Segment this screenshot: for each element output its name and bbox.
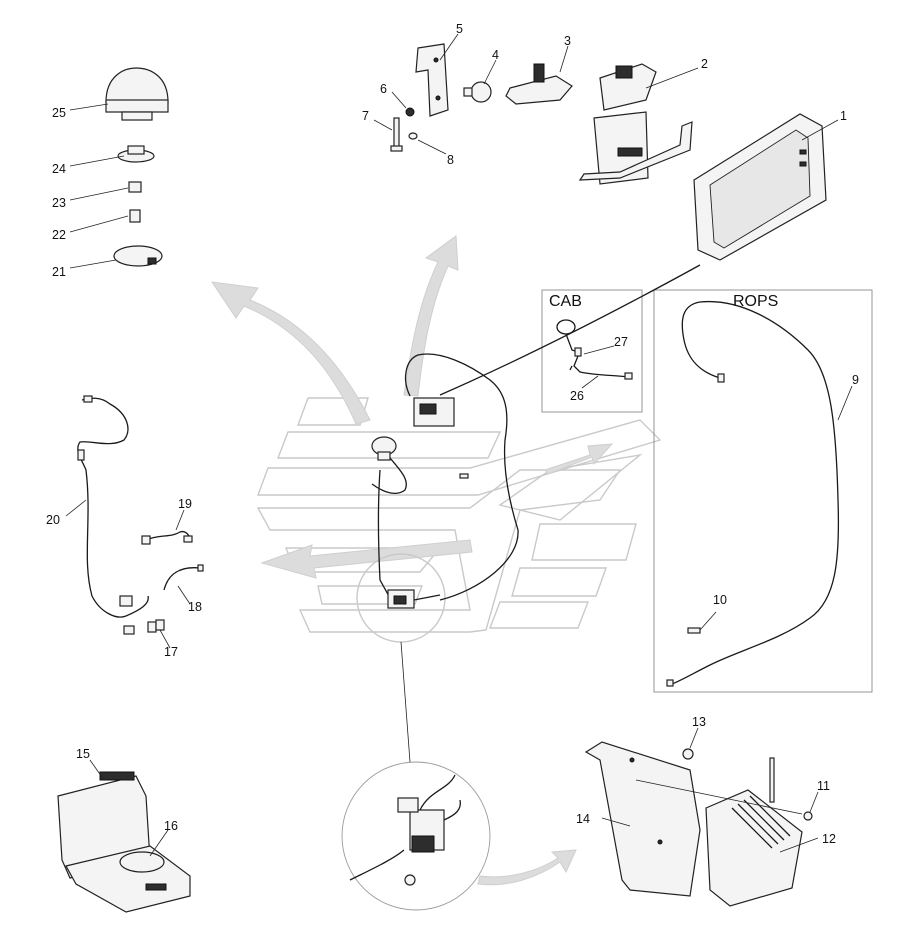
label-part-11: 11	[817, 779, 830, 793]
magnetic-base	[113, 245, 163, 267]
label-part-9: 9	[852, 373, 859, 387]
ball-mount	[463, 81, 492, 103]
receiver-spacer	[129, 209, 141, 223]
label-part-12: 12	[822, 832, 836, 846]
label-part-16: 16	[164, 819, 178, 833]
label-part-8: 8	[447, 153, 454, 167]
label-part-18: 18	[188, 600, 202, 614]
label-part-20: 20	[46, 513, 60, 527]
harness-20	[77, 395, 149, 635]
label-part-15: 15	[76, 747, 90, 761]
label-part-24: 24	[52, 162, 66, 176]
label-part-22: 22	[52, 228, 66, 242]
receiver-adapter	[117, 145, 155, 163]
label-part-5: 5	[456, 22, 463, 36]
label-part-4: 4	[492, 48, 499, 62]
gps-receiver-dome	[105, 67, 169, 121]
detail-callout	[341, 553, 491, 911]
direction-arrows	[210, 235, 614, 886]
tractor-ghost-outline	[256, 397, 662, 633]
connectors-17	[147, 619, 165, 633]
harness-19	[141, 530, 193, 545]
label-part-6: 6	[380, 82, 387, 96]
label-part-21: 21	[52, 265, 66, 279]
label-part-14: 14	[576, 812, 590, 826]
display-tablet	[693, 113, 827, 261]
controller-screw	[682, 748, 694, 760]
label-part-13: 13	[692, 715, 706, 729]
label-part-2: 2	[701, 57, 708, 71]
label-part-10: 10	[713, 593, 727, 607]
hardware-nut	[405, 107, 415, 117]
mounting-plate	[415, 43, 449, 117]
label-part-26: 26	[570, 389, 584, 403]
label-part-3: 3	[564, 34, 571, 48]
rops-box-title: ROPS	[733, 293, 778, 310]
harness-18	[163, 564, 204, 591]
label-part-7: 7	[362, 109, 369, 123]
label-part-17: 17	[164, 645, 178, 659]
ball-clamp	[505, 63, 573, 105]
cab-box-title: CAB	[549, 293, 582, 310]
hardware-bolt	[390, 117, 403, 152]
receiver-nut	[128, 181, 142, 193]
tablet-mount-bracket	[578, 63, 693, 185]
controller-bolt	[803, 811, 813, 821]
leader-lines	[65, 33, 853, 857]
controller-bracket	[584, 741, 701, 897]
rops-box: ROPS	[653, 289, 873, 693]
label-part-19: 19	[178, 497, 192, 511]
hardware-washer	[408, 132, 418, 140]
label-part-1: 1	[840, 109, 847, 123]
part-number-labels: 1 2 3 4 5 6 7 8 9 10 11 12 13 14 15 16 1…	[46, 22, 859, 846]
carrying-case	[57, 771, 191, 913]
main-harness	[371, 264, 701, 609]
label-part-25: 25	[52, 106, 66, 120]
controller-ecu	[705, 757, 803, 907]
label-part-23: 23	[52, 196, 66, 210]
cab-box: CAB	[541, 289, 643, 413]
label-part-27: 27	[614, 335, 628, 349]
